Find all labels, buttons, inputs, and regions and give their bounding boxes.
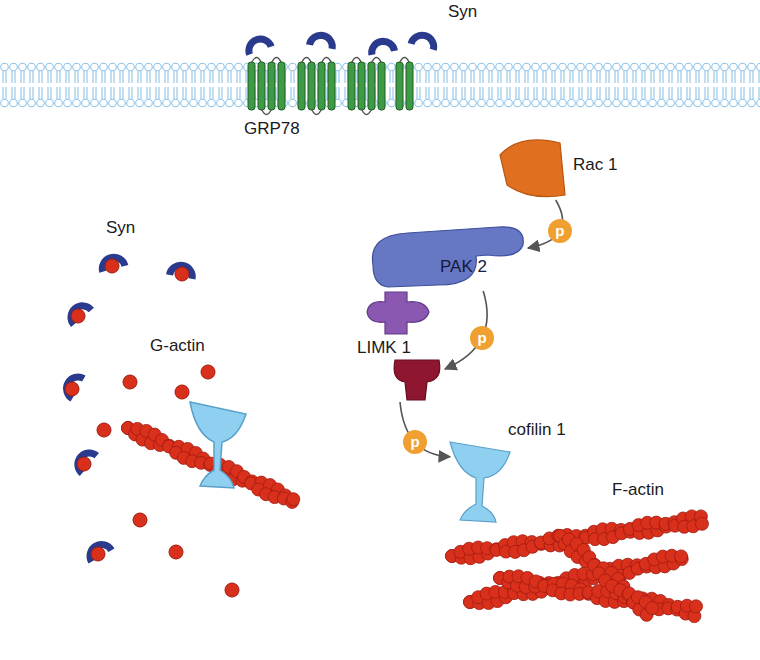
- actin-monomer: [646, 602, 659, 615]
- g-actin: [77, 457, 91, 471]
- helix: [396, 62, 403, 110]
- protein-outline: [394, 360, 440, 400]
- part-label: F-actin: [612, 480, 664, 500]
- protein-outline: [372, 227, 523, 287]
- protein-label: PAK 2: [440, 257, 487, 277]
- cofilin-shape: [190, 402, 246, 488]
- protein-node: PAK 2: [368, 225, 528, 291]
- helix: [328, 62, 335, 110]
- protein-label: LIMK 1: [357, 338, 411, 358]
- g-actin: [71, 309, 85, 323]
- g-actin: [201, 365, 215, 379]
- part-label: Syn: [106, 218, 135, 238]
- helix: [258, 62, 265, 110]
- part-label: GRP78: [244, 119, 300, 139]
- phosphate-mark: p: [470, 326, 494, 350]
- phosphate-mark: p: [548, 219, 572, 243]
- g-actin: [97, 423, 111, 437]
- helix: [268, 62, 275, 110]
- helix: [248, 62, 255, 110]
- g-actin: [105, 259, 119, 273]
- protein-label: Rac 1: [573, 155, 617, 175]
- syn-peptide: [58, 368, 86, 401]
- helix: [278, 62, 285, 110]
- syn-peptide: [81, 536, 114, 564]
- protein-outline: [500, 140, 565, 197]
- phosphate-mark: p: [403, 430, 427, 454]
- f-actin-filament: [446, 510, 709, 623]
- syn-peptide: [61, 296, 94, 327]
- helix: [368, 62, 375, 110]
- actin-monomer: [690, 600, 703, 613]
- helix: [308, 62, 315, 110]
- syn-g-actin: [58, 250, 300, 597]
- actin-monomer: [287, 493, 300, 506]
- grp78-receptor: [248, 58, 413, 115]
- helix: [348, 62, 355, 110]
- g-actin: [65, 382, 79, 396]
- helix: [378, 62, 385, 110]
- g-actin: [225, 583, 239, 597]
- syn-peptide: [68, 443, 99, 476]
- syn-peptide: [95, 250, 128, 272]
- protein-node: LIMK 1: [345, 292, 445, 402]
- part-label: Syn: [448, 2, 477, 22]
- helix: [358, 62, 365, 110]
- protein-node: Rac 1: [495, 135, 630, 200]
- protein-outline: [367, 292, 429, 334]
- actin-monomer: [696, 517, 709, 530]
- part-label: G-actin: [150, 336, 205, 356]
- helix: [318, 62, 325, 110]
- g-actin: [175, 385, 189, 399]
- protein-outline: [450, 442, 510, 522]
- g-actin: [133, 513, 147, 527]
- g-actin: [175, 267, 189, 281]
- g-actin: [91, 547, 105, 561]
- protein-label: cofilin 1: [508, 420, 566, 440]
- helix: [298, 62, 305, 110]
- protein-node: cofilin 1: [450, 420, 580, 525]
- syn-peptide: [241, 28, 440, 55]
- g-actin: [123, 375, 137, 389]
- phosphorylation-arrow: [400, 402, 450, 457]
- actin-monomer: [675, 550, 688, 563]
- helix: [406, 62, 413, 110]
- g-actin: [169, 545, 183, 559]
